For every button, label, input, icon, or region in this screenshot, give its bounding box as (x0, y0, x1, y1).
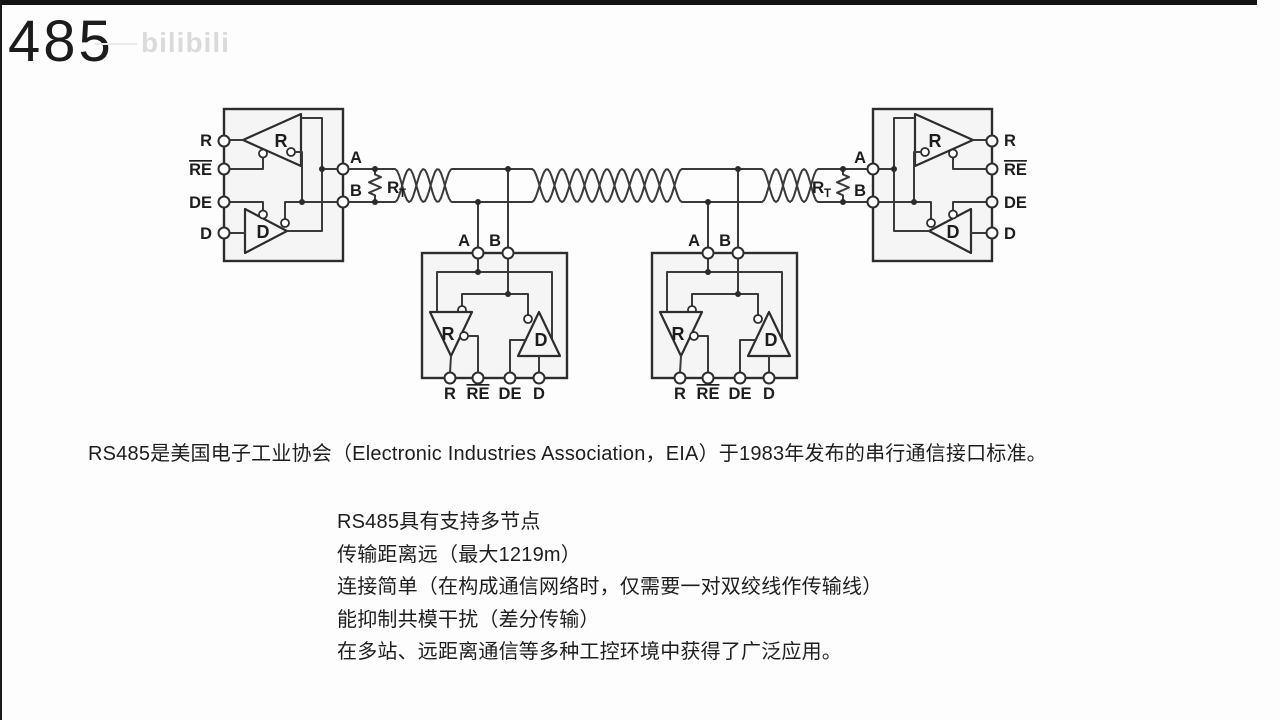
rt-label-left-sub: T (399, 188, 406, 200)
pin-b (501, 246, 515, 260)
pin-b (336, 195, 350, 209)
pin-a (701, 246, 715, 260)
rt-label-right: R (812, 178, 824, 197)
pin-label-d: D (533, 385, 545, 403)
pin-re (217, 162, 231, 176)
watermark-artifact (95, 43, 137, 45)
pin-label-a: A (688, 232, 700, 250)
pin-label-a: A (458, 232, 470, 250)
pin-r (443, 371, 457, 385)
driver-inv-output-bubble (926, 218, 936, 228)
transceiver-node-1: R D R RE DE D A B (420, 166, 569, 403)
pin-label-de: DE (189, 194, 212, 212)
receiver-label: R (442, 324, 455, 344)
pin-re (471, 371, 485, 385)
feature-item: 在多站、远距离通信等多种工控环境中获得了广泛应用。 (337, 641, 842, 663)
video-left-border (0, 0, 2, 720)
pin-a (866, 162, 880, 176)
pin-label-r: R (444, 385, 456, 403)
receiver-label: R (275, 131, 288, 151)
driver-triangle (243, 207, 289, 255)
feature-item: 能抑制共模干扰（差分传输） (337, 608, 600, 631)
pin-a (471, 246, 485, 260)
transceiver-node-2: R D R RE DE D A B (650, 166, 799, 403)
feature-item: RS485具有支持多节点 (337, 511, 541, 533)
bus-wire-a (348, 168, 869, 203)
twisted-pair-bus: R T R T (348, 166, 869, 205)
video-top-border (0, 0, 1257, 5)
pin-label-re: RE (697, 385, 720, 403)
pin-label-re: RE (467, 385, 490, 403)
pin-label-d: D (200, 225, 212, 243)
receiver-enable-bubble (258, 148, 268, 159)
pin-b (866, 195, 880, 209)
pin-label-b: B (719, 232, 731, 250)
pin-label-de: DE (1004, 194, 1027, 212)
pin-de (733, 371, 747, 385)
driver-label: D (535, 330, 548, 350)
rs485-bus-diagram: R D R RE DE D A B (189, 107, 1027, 403)
pin-r (985, 134, 999, 148)
bilibili-watermark: bilibili (141, 27, 230, 58)
features-list: RS485具有支持多节点 传输距离远（最大1219m） 连接简单（在构成通信网络… (337, 506, 1237, 669)
pin-r (673, 371, 687, 385)
receiver-enable-bubble (948, 148, 958, 159)
pin-de (217, 195, 231, 209)
pin-label-r: R (1004, 132, 1016, 150)
pin-b (731, 246, 745, 260)
receiver-label: R (929, 131, 942, 151)
driver-inv-output-bubble (280, 218, 290, 228)
pin-de (503, 371, 517, 385)
pin-label-d: D (763, 385, 775, 403)
page-title: 485 (8, 9, 114, 74)
receiver-enable-bubble (689, 331, 699, 341)
driver-enable-bubble (258, 209, 268, 220)
rt-label-left: R (387, 178, 399, 197)
pin-d (217, 226, 231, 240)
bus-wire-b (348, 168, 869, 203)
pin-label-d: D (1004, 225, 1016, 243)
pin-label-a: A (854, 149, 866, 167)
receiver-label: R (672, 324, 685, 344)
receiver-inv-input-bubble (920, 147, 930, 157)
pin-de (985, 195, 999, 209)
pin-label-de: DE (499, 385, 522, 403)
pin-label-re: RE (1004, 161, 1027, 179)
rt-label-right-sub: T (824, 188, 831, 200)
pin-label-r: R (200, 132, 212, 150)
driver-label: D (257, 222, 270, 242)
driver-enable-bubble (948, 209, 958, 220)
left-transceiver: R D R RE DE D A B (189, 107, 362, 263)
driver-triangle (927, 207, 973, 255)
receiver-inv-input-bubble (286, 147, 296, 157)
driver-label: D (947, 222, 960, 242)
receiver-enable-bubble (459, 331, 469, 341)
pin-label-re: RE (189, 161, 212, 179)
termination-resistor-left (368, 168, 382, 203)
pin-label-de: DE (729, 385, 752, 403)
pin-label-b: B (489, 232, 501, 250)
pin-re (701, 371, 715, 385)
right-transceiver: R D R RE DE D A B (854, 107, 1027, 263)
pin-d (532, 371, 546, 385)
pin-label-b: B (854, 182, 866, 200)
pin-d (762, 371, 776, 385)
driver-label: D (765, 330, 778, 350)
pin-d (985, 226, 999, 240)
intro-text: RS485是美国电子工业协会（Electronic Industries Ass… (88, 443, 1047, 465)
termination-resistor-right (836, 168, 850, 203)
pin-re (985, 162, 999, 176)
pin-label-b: B (350, 182, 362, 200)
pin-a (336, 162, 350, 176)
pin-label-a: A (350, 149, 362, 167)
pin-r (217, 134, 231, 148)
pin-label-r: R (674, 385, 686, 403)
feature-item: 传输距离远（最大1219m） (337, 543, 581, 566)
feature-item: 连接简单（在构成通信网络时，仅需要一对双绞线作传输线） (337, 576, 883, 598)
